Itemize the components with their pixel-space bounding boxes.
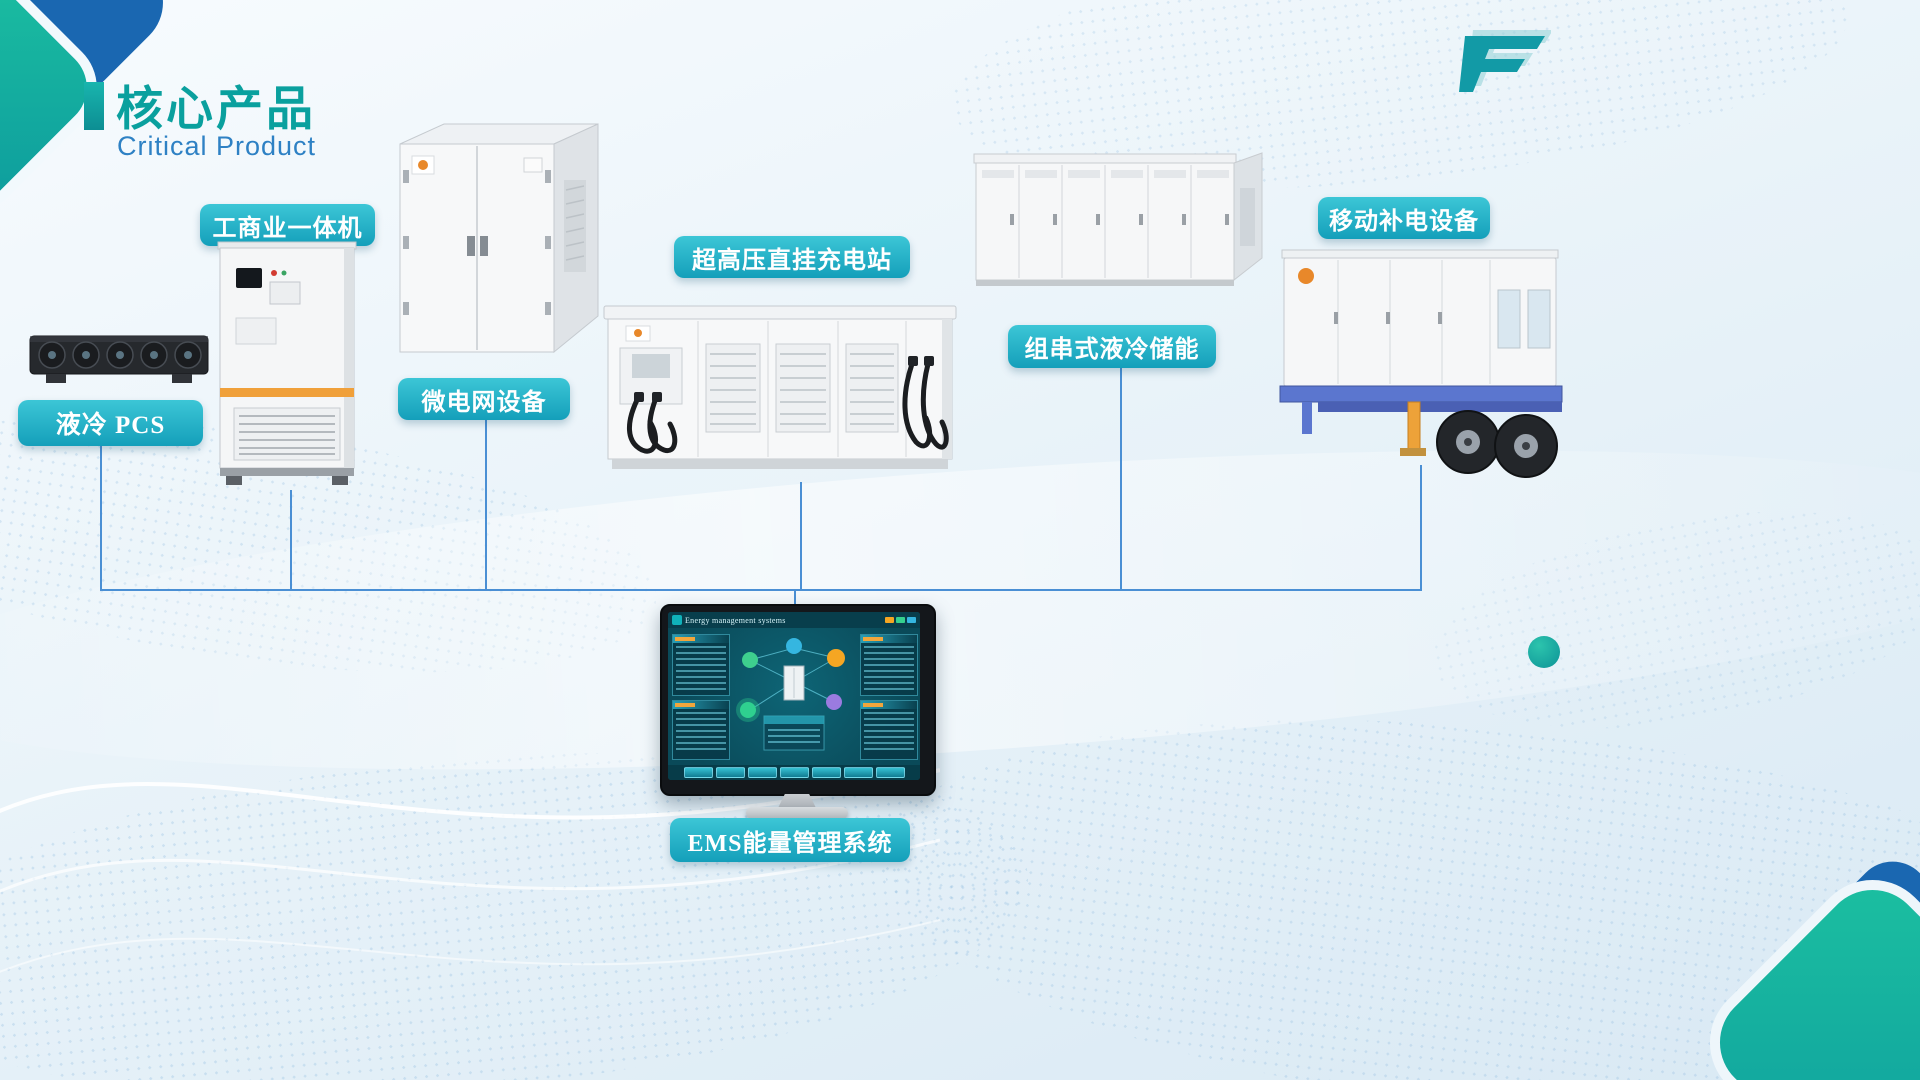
brand-logo: [1459, 30, 1551, 92]
monitor-stand-base: [746, 807, 848, 819]
ems-logo-icon: [672, 615, 682, 625]
ems-flow-diagram: [736, 638, 845, 751]
page-title: 核心产品: [116, 82, 316, 135]
ems-footer-button: [779, 767, 809, 778]
label-ems-system: EMS能量管理系统: [670, 818, 910, 862]
corner-decoration-teal: [1685, 855, 1920, 1080]
status-chip-icon: [896, 617, 905, 623]
connector-line-horizontal: [100, 589, 1422, 591]
label-mobile-recharge: 移动补电设备: [1318, 197, 1490, 239]
ems-data-panel: [860, 634, 918, 696]
connector-line: [800, 482, 802, 591]
ems-footer-button: [875, 767, 905, 778]
label-microgrid-equipment: 微电网设备: [398, 378, 570, 420]
connector-line: [100, 446, 102, 591]
ems-screen-footer: [668, 765, 920, 780]
ems-data-panel: [672, 634, 730, 696]
ems-data-panel: [672, 700, 730, 760]
charging-station-device: [603, 305, 957, 469]
string-storage-container-device: [973, 152, 1263, 286]
label-liquid-cooled-pcs: 液冷 PCS: [18, 400, 203, 446]
teal-dot-decoration: [1528, 636, 1560, 668]
label-string-storage: 组串式液冷储能: [1008, 325, 1216, 368]
ems-data-panel: [860, 700, 918, 760]
mobile-recharge-trailer-device: [1279, 249, 1563, 478]
liquid-cooled-pcs-device: [29, 335, 209, 383]
page-subtitle: Critical Product: [117, 131, 317, 161]
connector-line: [290, 490, 292, 591]
label-commercial-all-in-one: 工商业一体机: [200, 204, 375, 246]
ems-footer-button: [811, 767, 841, 778]
monitor-stand-neck: [778, 794, 816, 808]
ems-screen-title: Energy management systems: [685, 615, 786, 625]
ems-screen-body: [668, 628, 920, 765]
connector-line: [1420, 465, 1422, 591]
ems-monitor: Energy management systems: [660, 604, 936, 820]
dotted-wave-decoration: [1416, 476, 1920, 764]
status-chip-icon: [907, 617, 916, 623]
white-wave-lines-decoration: [0, 768, 940, 973]
microgrid-container-device: [399, 123, 599, 354]
ems-screen-header: Energy management systems: [668, 612, 920, 628]
connector-line: [794, 591, 796, 613]
status-chip-icon: [885, 617, 894, 623]
connector-line: [1120, 368, 1122, 591]
ems-footer-button: [843, 767, 873, 778]
ems-screen: Energy management systems: [668, 612, 920, 780]
all-in-one-cabinet-device: [217, 241, 357, 485]
title-accent-bar: [84, 82, 104, 130]
connector-line: [485, 420, 487, 591]
ems-footer-button: [683, 767, 713, 778]
ems-footer-button: [715, 767, 745, 778]
ems-footer-button: [747, 767, 777, 778]
label-uhv-charging-station: 超高压直挂充电站: [674, 236, 910, 278]
